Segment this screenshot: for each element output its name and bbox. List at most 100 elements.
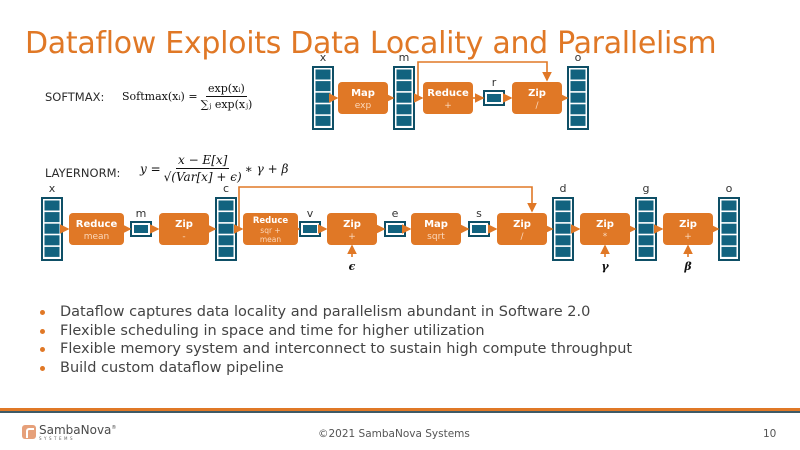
softmax-node-map-arg: exp — [355, 101, 372, 111]
layernorm-node-reduce-mean-arg: mean — [84, 232, 110, 242]
layernorm-buffer-d-cell — [555, 235, 571, 246]
layernorm-buffer-x-cell — [44, 235, 60, 246]
layernorm-label: LAYERNORM: — [45, 166, 121, 180]
softmax-fraction: exp(xᵢ) ∑ⱼ exp(xⱼ) — [201, 82, 253, 111]
bullet-item: Flexible memory system and interconnect … — [38, 340, 632, 359]
softmax-node-reduce-op: Reduce — [427, 88, 469, 99]
layernorm-buffer-d-cell — [555, 200, 571, 211]
bullet-text: Flexible memory system and interconnect … — [60, 341, 633, 357]
layernorm-node-map-sqrt — [411, 213, 461, 245]
layernorm-buffer-g-cell — [638, 246, 654, 257]
layernorm-buffer-o-cell — [721, 235, 737, 246]
layernorm-node-reduce-sqr-mean-op: Reduce — [253, 216, 288, 226]
layernorm-buffer-c-cell — [218, 212, 234, 223]
softmax-buffer-m-cell — [396, 115, 412, 126]
layernorm-formula-rhs: ∗ γ + β — [244, 161, 289, 176]
layernorm-buffer-s-label: s — [476, 207, 482, 220]
dataflow-diagram: xMapexpmReduce+rZip/oxReducemeanmZip-cRe… — [41, 51, 740, 273]
softmax-node-map-op: Map — [351, 88, 375, 99]
layernorm-buffer-d-cell — [555, 223, 571, 234]
softmax-label: SOFTMAX: — [45, 90, 105, 104]
softmax-buffer-o-cell — [570, 115, 586, 126]
copyright: ©2021 SambaNova Systems — [318, 428, 470, 440]
bullet-text: Dataflow captures data locality and para… — [60, 304, 591, 320]
footer-rule-dark — [0, 411, 800, 413]
layernorm-buffer-d-label: d — [560, 182, 567, 195]
layernorm-buffer-e-cell — [388, 225, 402, 233]
layernorm-node-zip-sub — [159, 213, 209, 245]
layernorm-buffer-o-cell — [721, 223, 737, 234]
logo-name: SambaNova — [39, 423, 112, 437]
softmax-buffer-r-cell — [487, 94, 501, 102]
bullet-item: Build custom dataflow pipeline — [38, 359, 632, 378]
logo-wordmark: SambaNova® SYSTEMS — [39, 423, 116, 441]
softmax-node-zip-op: Zip — [528, 88, 546, 99]
layernorm-input-epsilon: ϵ — [349, 260, 356, 273]
page-number: 10 — [763, 428, 777, 440]
layernorm-buffer-g-cell — [638, 235, 654, 246]
layernorm-node-zip-eps-arg: + — [348, 232, 356, 242]
bullet-dot — [40, 365, 45, 371]
layernorm-node-reduce-sqr-mean — [243, 213, 298, 245]
layernorm-buffer-g-cell — [638, 212, 654, 223]
layernorm-buffer-o-label: o — [726, 182, 733, 195]
layernorm-buffer-g-cell — [638, 200, 654, 211]
softmax-skip-arrow — [417, 61, 552, 98]
softmax-buffer-m-cell — [396, 81, 412, 92]
bullet-dot — [40, 328, 45, 334]
layernorm-node-reduce-sqr-mean-arg: mean — [260, 235, 282, 244]
softmax-buffer-r-label: r — [492, 76, 497, 89]
softmax-numerator: exp(xᵢ) — [206, 82, 247, 97]
layernorm-node-zip-div-op: Zip — [513, 219, 531, 230]
layernorm-node-zip-gamma — [580, 213, 630, 245]
softmax-buffer-o-cell — [570, 104, 586, 115]
layernorm-buffer-o-cell — [721, 246, 737, 257]
layernorm-node-zip-div-arg: / — [520, 232, 524, 242]
layernorm-buffer-v-label: v — [307, 207, 314, 220]
bullet-list: Dataflow captures data locality and para… — [38, 303, 632, 377]
layernorm-buffer-x-cell — [44, 223, 60, 234]
bullet-item: Flexible scheduling in space and time fo… — [38, 322, 632, 341]
layernorm-buffer-s-cell — [472, 225, 486, 233]
sambanova-logo: SambaNova® SYSTEMS — [22, 423, 116, 441]
bullet-item: Dataflow captures data locality and para… — [38, 303, 632, 322]
layernorm-node-zip-eps-op: Zip — [343, 219, 361, 230]
softmax-formula-lhs: Softmax(xᵢ) = — [122, 90, 198, 103]
bullet-dot — [40, 347, 45, 352]
logo-trademark: ® — [111, 425, 117, 431]
layernorm-buffer-g-cell — [638, 223, 654, 234]
layernorm-buffer-x-label: x — [49, 182, 56, 195]
layernorm-buffer-o-cell — [721, 212, 737, 223]
softmax-node-reduce — [423, 82, 473, 114]
layernorm-node-reduce-sqr-mean-arg: sqr + — [260, 226, 280, 235]
softmax-buffer-o-cell — [570, 81, 586, 92]
layernorm-buffer-x-cell — [44, 212, 60, 223]
layernorm-node-zip-sub-op: Zip — [175, 219, 193, 230]
softmax-buffer-x-cell — [315, 115, 331, 126]
layernorm-buffer-x-cell — [44, 200, 60, 211]
softmax-buffer-x-label: x — [320, 51, 327, 64]
softmax-buffer-x-cell — [315, 104, 331, 115]
layernorm-skip-arrow — [238, 186, 537, 229]
softmax-buffer-o-label: o — [575, 51, 582, 64]
layernorm-node-zip-sub-arg: - — [182, 232, 185, 242]
softmax-buffer-m-cell — [396, 92, 412, 103]
layernorm-node-zip-eps — [327, 213, 377, 245]
softmax-buffer-m-cell — [396, 104, 412, 115]
layernorm-buffer-v-cell — [303, 225, 317, 233]
layernorm-buffer-c-label: c — [223, 182, 229, 195]
footer-rule-orange — [0, 408, 800, 411]
layernorm-buffer-g-label: g — [643, 182, 650, 195]
layernorm-formula: y = x − E[x] √(Var[x] + ϵ) ∗ γ + β — [140, 153, 288, 184]
layernorm-buffer-e-label: e — [392, 207, 399, 220]
layernorm-node-zip-gamma-arg: * — [603, 232, 608, 242]
layernorm-node-map-sqrt-arg: sqrt — [427, 232, 445, 242]
softmax-buffer-m-label: m — [399, 51, 410, 64]
layernorm-denominator: √(Var[x] + ϵ) — [163, 170, 242, 184]
bullet-text: Build custom dataflow pipeline — [60, 359, 284, 376]
layernorm-buffer-c-cell — [218, 223, 234, 234]
layernorm-buffer-c-cell — [218, 200, 234, 211]
layernorm-node-reduce-mean-op: Reduce — [76, 219, 118, 230]
layernorm-numerator: x − E[x] — [175, 153, 230, 169]
softmax-buffer-m-cell — [396, 69, 412, 80]
